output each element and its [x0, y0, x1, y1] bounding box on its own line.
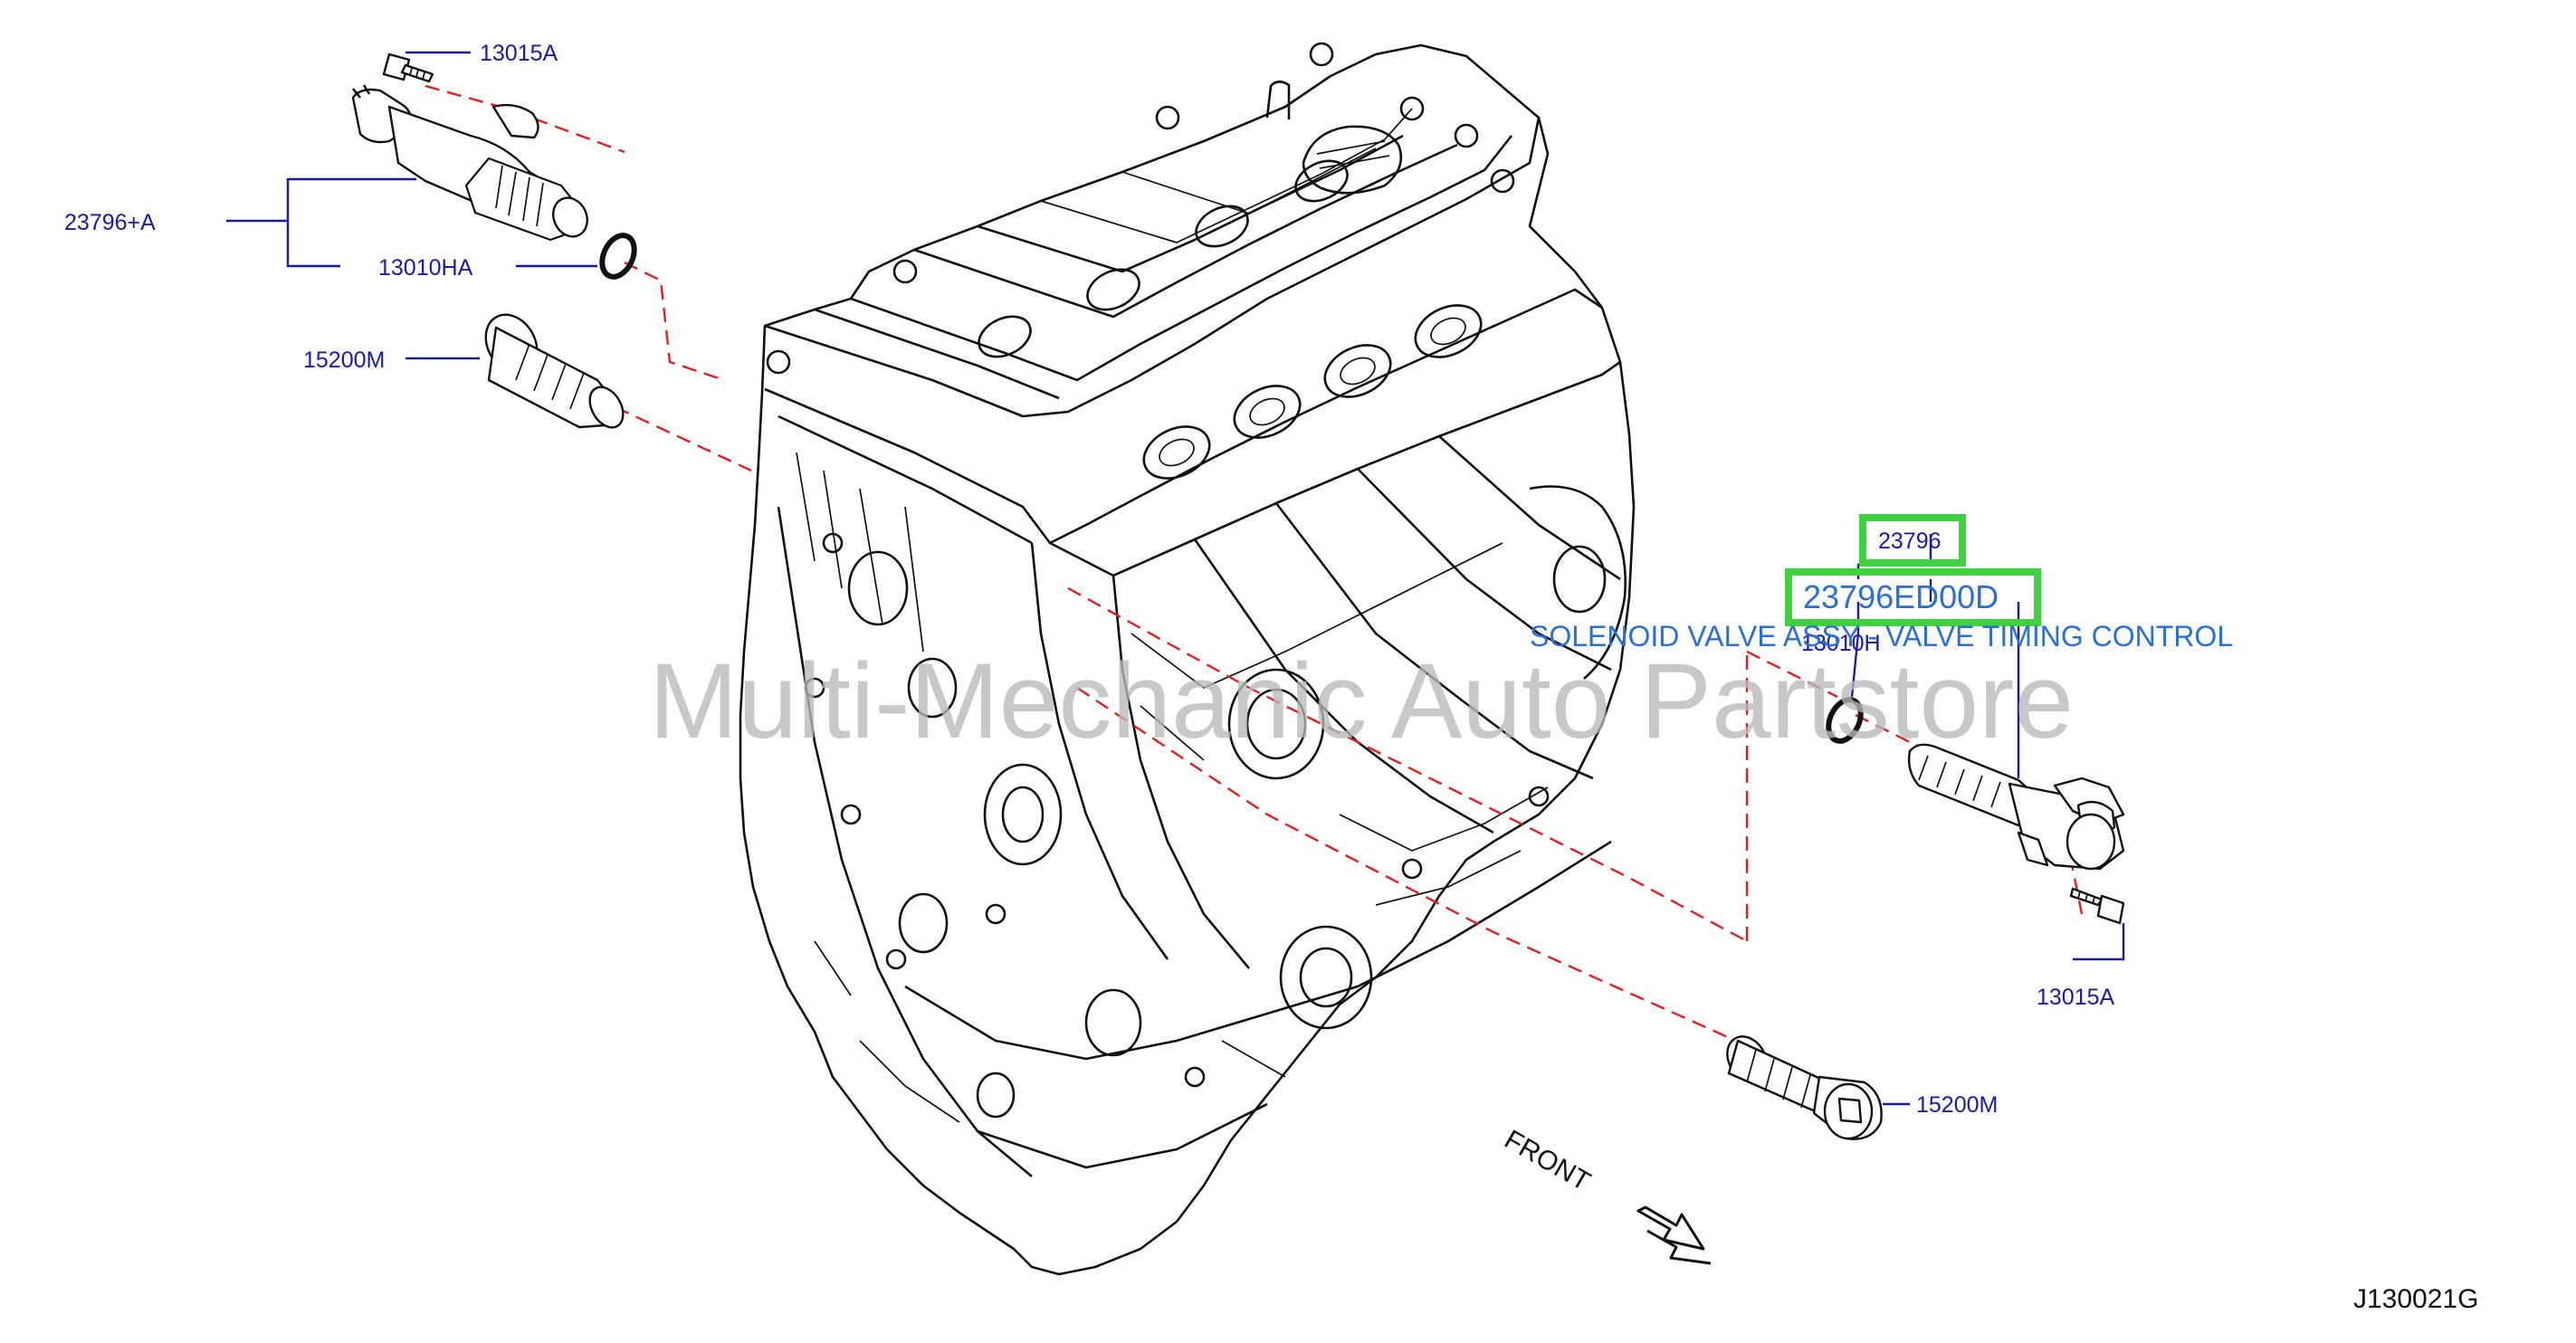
callout-bolt-right[interactable]: 13015A [2037, 985, 2115, 1010]
engine-block-drawing [739, 42, 1636, 1276]
part-code[interactable]: 23796 [1878, 529, 1942, 554]
callout-oring-top[interactable]: 13010HA [378, 255, 473, 281]
o-ring-icon [1826, 697, 1864, 744]
callout-oring-right[interactable]: 13010H [1801, 631, 1881, 656]
part-number[interactable]: 23796ED00D [1803, 578, 1999, 615]
callout-filter-right[interactable]: 15200M [1916, 1092, 1998, 1118]
front-label: FRONT [1500, 1124, 1596, 1196]
front-arrow-icon [1636, 1205, 1712, 1265]
oil-filter-icon [484, 313, 625, 429]
part-description: SOLENOID VALVE ASSY - VALVE TIMING CONTR… [1530, 620, 2233, 652]
o-ring-icon [599, 233, 637, 280]
assembly-guide-lines [425, 84, 2084, 1052]
callout-leaders [226, 51, 2125, 1106]
callout-filter-top[interactable]: 15200M [303, 348, 385, 373]
oil-filter-icon [1726, 1035, 1883, 1140]
callout-bolt-top[interactable]: 13015A [480, 41, 558, 66]
diagram-reference: J130021G [2353, 1284, 2478, 1314]
bolt-icon [382, 52, 434, 83]
bolt-icon [2069, 887, 2125, 925]
solenoid-valve-icon [351, 84, 588, 242]
part-number-box [1785, 568, 2041, 626]
solenoid-valve-icon [1907, 743, 2125, 871]
part-code-box [1859, 514, 1966, 567]
highlighted-part[interactable]: 23796 23796ED00D SOLENOID VALVE ASSY - V… [1530, 514, 2233, 652]
callout-solenoid-assy-top[interactable]: 23796+A [64, 210, 156, 235]
watermark: Multi-Mechanic Auto Partstore [649, 642, 2074, 761]
